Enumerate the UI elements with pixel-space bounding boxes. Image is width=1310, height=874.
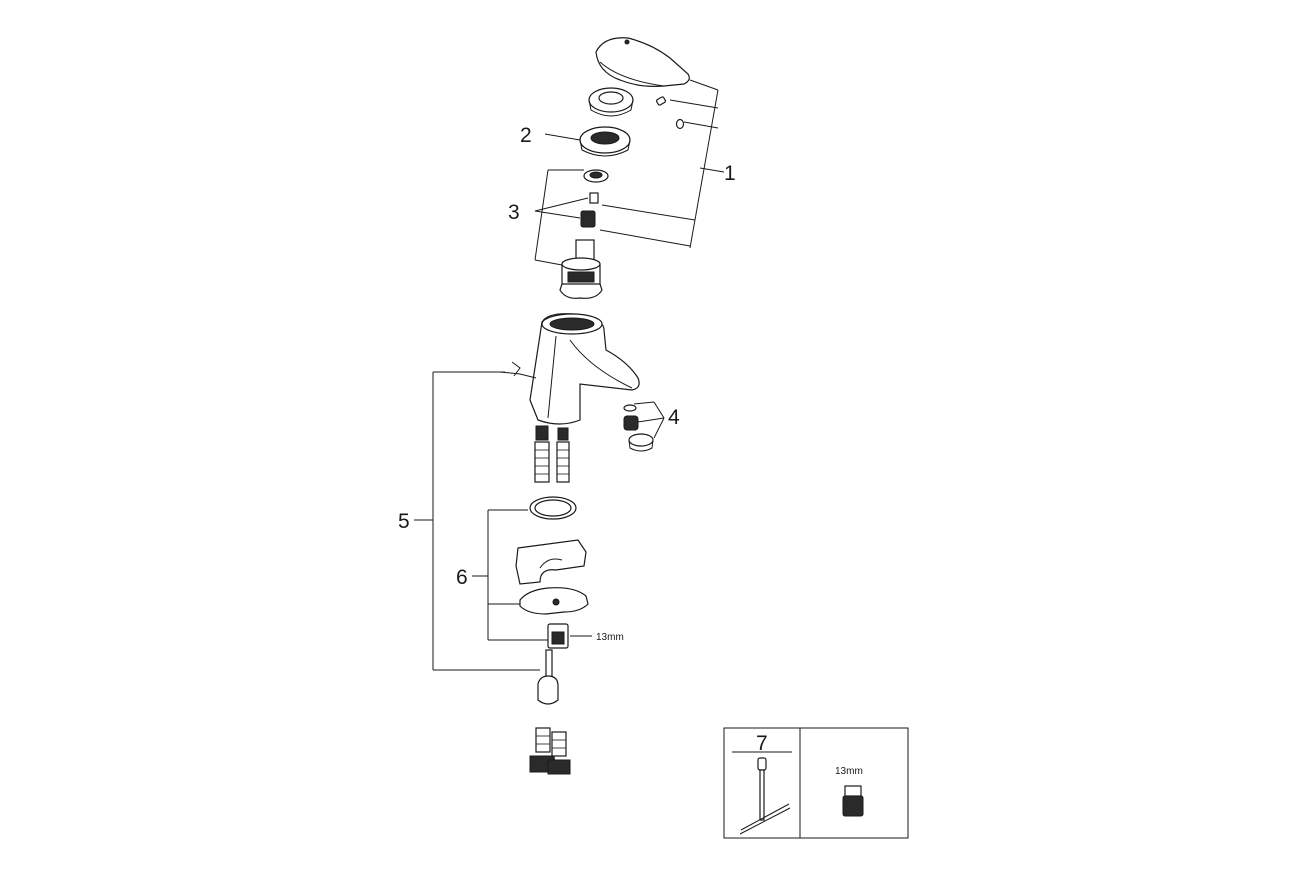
callout-1-label: 1 [724, 162, 736, 185]
callout-4-leader [633, 401, 665, 439]
popup-rod-icon [499, 361, 537, 379]
t-wrench-icon [739, 757, 791, 835]
fixing-nut-tool-icon [842, 785, 864, 817]
tool-box-size-label: 13mm [835, 766, 863, 777]
aerator-icon [623, 404, 654, 452]
callout-6-label: 6 [456, 566, 468, 589]
callout-2-leader [544, 133, 581, 141]
faucet-body-icon [529, 313, 640, 425]
callout-6-leader [472, 509, 548, 641]
callout-2-label: 2 [520, 124, 532, 147]
callout-7-label: 7 [756, 732, 768, 755]
callout-5-leader [414, 371, 540, 671]
o-ring-icon [529, 496, 577, 520]
callout-3-leader [534, 169, 589, 266]
metal-washer-icon [519, 587, 589, 615]
flexible-hose-icon [534, 425, 570, 483]
hose-connectors-icon [529, 727, 571, 775]
waste-rod-icon [537, 649, 559, 705]
callout-1-leader [599, 79, 725, 249]
size-13mm-label: 13mm [596, 632, 624, 643]
small-screw-icon [589, 192, 599, 204]
ring-cap-icon [588, 87, 634, 117]
fixing-nut-icon [547, 623, 569, 649]
callout-5-label: 5 [398, 510, 410, 533]
spindle-adapter-icon [580, 210, 596, 228]
horseshoe-washer-icon [515, 539, 587, 585]
cartridge-icon [559, 239, 603, 299]
small-ring-icon [583, 169, 609, 183]
nut-ring-icon [579, 126, 631, 157]
lever-handle-icon [595, 37, 690, 130]
callout-4-label: 4 [668, 406, 680, 429]
tools-box [723, 727, 909, 839]
callout-3-label: 3 [508, 201, 520, 224]
